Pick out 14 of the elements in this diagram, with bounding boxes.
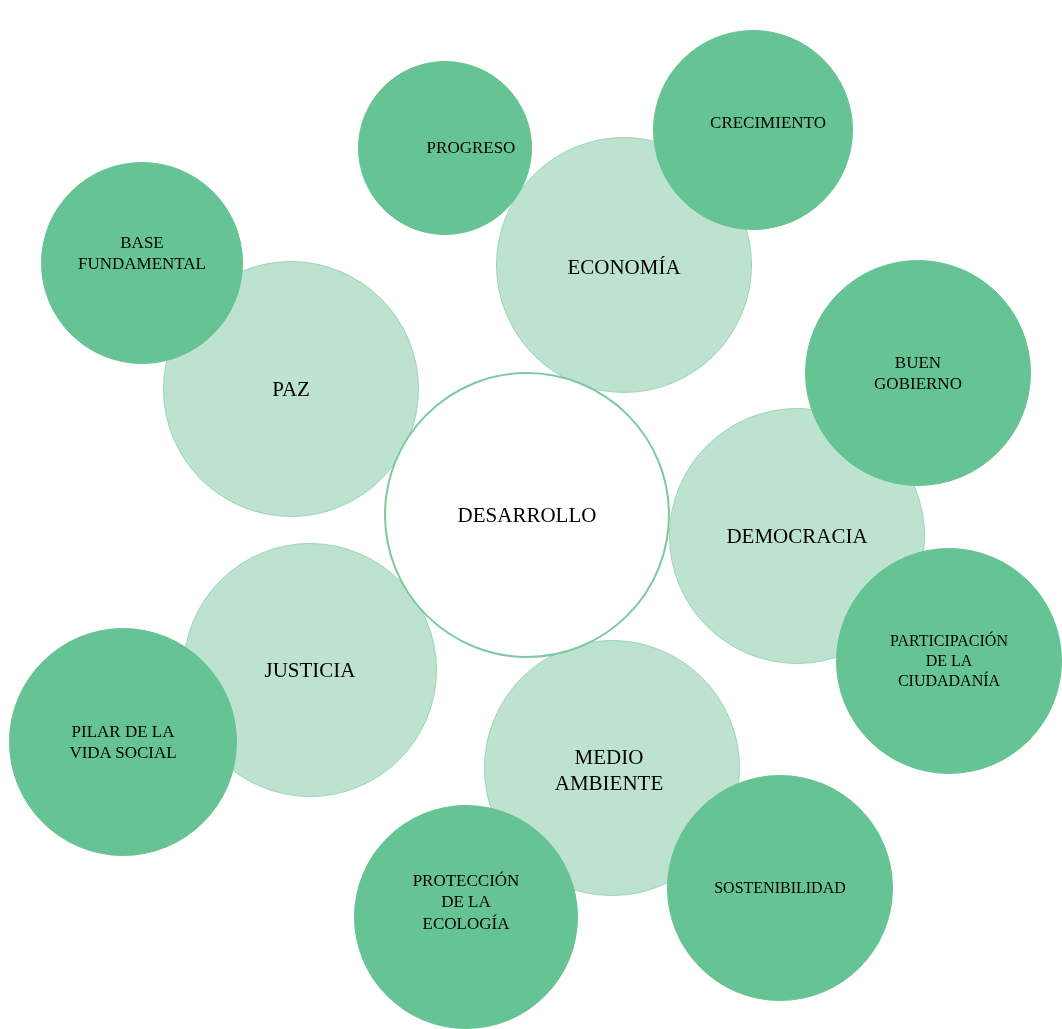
circle-label: CRECIMIENTO (709, 112, 827, 134)
circle-label: PARTICIPACIÓN DE LA CIUDADANÍA (889, 631, 1009, 691)
circle-label: SOSTENIBILIDAD (713, 878, 847, 898)
circle-label: MEDIO AMBIENTE (553, 743, 665, 797)
circle-label: JUSTICIA (263, 656, 357, 684)
circle-label: PROTECCIÓN DE LA ECOLOGÍA (411, 870, 521, 934)
circle-label: DESARROLLO (456, 501, 598, 529)
circle-label: PAZ (271, 375, 311, 403)
circle-label: PILAR DE LA VIDA SOCIAL (68, 720, 178, 764)
circle-label: BASE FUNDAMENTAL (77, 231, 207, 275)
circle-label: DEMOCRACIA (725, 522, 869, 550)
circle-label: PROGRESO (425, 137, 517, 159)
circle-label: ECONOMÍA (566, 253, 682, 281)
circle-label: BUEN GOBIERNO (873, 351, 963, 395)
